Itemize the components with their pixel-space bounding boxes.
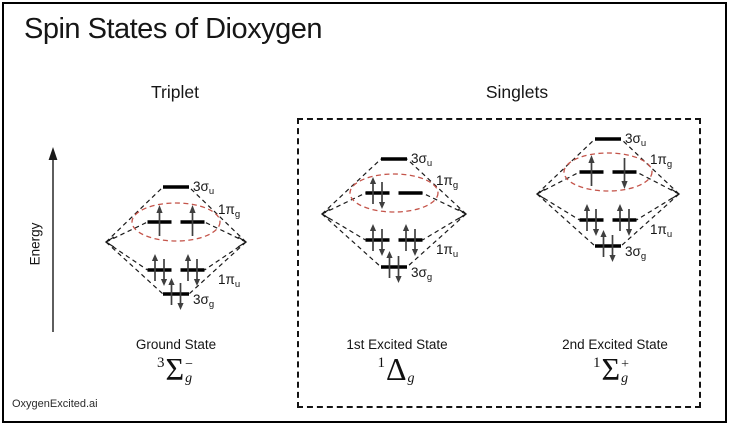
correlation-line [422, 192, 467, 215]
term-sign: − [185, 357, 194, 372]
orbital-label-pi-g: 1πg [218, 202, 240, 220]
correlation-line [105, 241, 164, 295]
electron-arrow-up-head [600, 230, 607, 237]
correlation-line [188, 241, 247, 295]
page-title: Spin States of Dioxygen [24, 13, 323, 45]
correlation-line [105, 221, 148, 243]
singlets-heading: Singlets [485, 82, 549, 102]
term-letter: Σ [601, 351, 621, 387]
correlation-line [406, 213, 467, 268]
correlation-line [204, 221, 247, 243]
orbital-label-sigma-g: 3σg [411, 265, 432, 283]
vertex-arrowhead [104, 236, 115, 248]
orbital-label-sigma-g: 3σg [625, 244, 646, 262]
term-parity: g [407, 371, 415, 386]
electron-arrow-down-head [378, 249, 386, 256]
orbital-label-pi-g: 1πg [650, 152, 672, 170]
electron-arrow-down-head [609, 255, 616, 262]
electron-arrow-down-head [625, 229, 633, 236]
pi-g-highlight-ellipse [349, 173, 439, 213]
vertex-arrowhead [670, 188, 681, 200]
energy-axis-arrow [48, 147, 58, 332]
electron-arrow-up-head [583, 204, 591, 211]
correlation-line [188, 186, 247, 243]
orbital-label-pi-u: 1πu [436, 242, 458, 260]
electron-arrow-down-head [411, 249, 419, 256]
watermark-credit: OxygenExcited.ai [12, 398, 98, 410]
electron-arrow-down-head [160, 279, 168, 286]
term-multiplicity: 1 [377, 355, 385, 371]
correlation-line [321, 213, 382, 268]
vertex-arrowhead [457, 208, 468, 220]
electron-arrow-down-head [193, 279, 201, 286]
electron-arrow-up-head [386, 251, 393, 258]
electron-arrow-up-head [156, 205, 163, 213]
correlation-line [406, 158, 467, 215]
state-caption-first-excited: 1st Excited State [346, 337, 448, 352]
vertex-arrowhead [237, 236, 248, 248]
triplet-heading: Triplet [151, 82, 199, 102]
term-letter: Σ [165, 351, 185, 387]
correlation-line [321, 158, 382, 215]
term-sign [408, 358, 415, 372]
orbital-label-pi-g: 1πg [436, 173, 458, 191]
orbital-label-sigma-u: 3σu [411, 151, 432, 169]
term-symbol-first-excited: 1 Δ g [377, 351, 415, 387]
electron-arrow-up-head [168, 278, 175, 285]
correlation-line [321, 192, 366, 215]
electron-arrow-up-head [184, 254, 192, 261]
vertex-arrowhead [535, 188, 546, 200]
orbital-label-pi-u: 1πu [650, 222, 672, 240]
term-multiplicity: 1 [592, 355, 601, 371]
electron-arrow-down-head [395, 276, 402, 283]
electron-arrow-down-head [621, 181, 628, 189]
state-caption-ground: Ground State [135, 337, 217, 352]
state-caption-second-excited: 2nd Excited State [562, 337, 668, 352]
electron-arrow-up-head [402, 224, 410, 231]
correlation-line [620, 193, 680, 247]
correlation-line [536, 193, 596, 247]
pi-g-highlight-ellipse [131, 202, 221, 242]
electron-arrow-down-head [177, 303, 184, 310]
correlation-line [536, 138, 596, 195]
term-parity: g [621, 371, 629, 386]
orbital-label-sigma-u: 3σu [625, 131, 646, 149]
electron-arrow-up-head [616, 204, 624, 211]
term-sign: + [621, 357, 630, 372]
electron-arrow-up-head [189, 205, 196, 213]
term-symbol-second-excited: 1 Σ + g [592, 351, 630, 387]
orbital-label-sigma-u: 3σu [193, 179, 214, 197]
correlation-line [105, 186, 164, 243]
orbital-label-pi-u: 1πu [218, 272, 240, 290]
pi-g-highlight-ellipse [563, 152, 653, 192]
electron-arrow-down-head [592, 229, 600, 236]
correlation-line [620, 138, 680, 195]
electron-arrow-up-head [369, 224, 377, 231]
orbital-label-sigma-g: 3σg [193, 292, 214, 310]
singlets-group-box [297, 118, 701, 408]
electron-arrow-up-head [151, 254, 159, 261]
electron-arrow-up-head [369, 177, 377, 184]
term-symbol-ground: 3 Σ − g [156, 351, 194, 387]
term-letter: Δ [385, 351, 407, 387]
term-multiplicity: 3 [156, 355, 165, 371]
term-parity: g [185, 371, 193, 386]
vertex-arrowhead [320, 208, 331, 220]
electron-arrow-up-head [588, 155, 595, 163]
electron-arrow-down-head [378, 202, 386, 209]
